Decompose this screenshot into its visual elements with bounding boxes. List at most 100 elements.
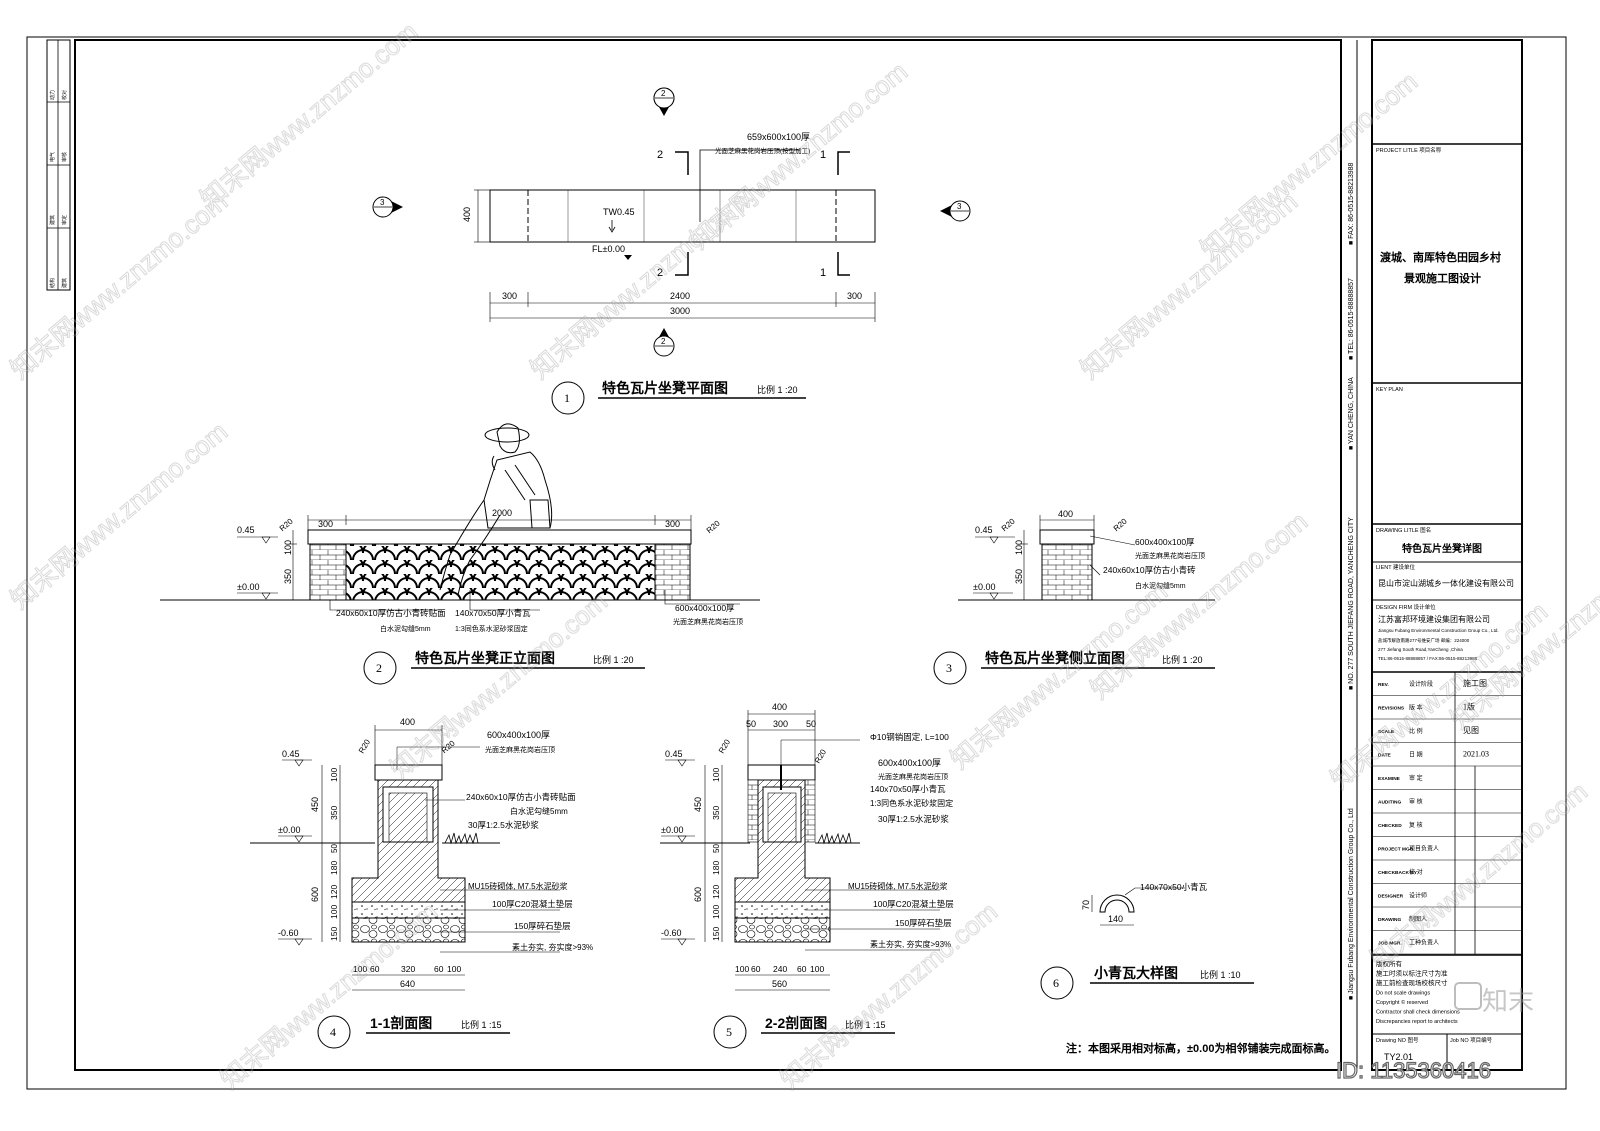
- inner-border: [74, 39, 1342, 1071]
- front-note-brick: 240x60x10厚仿古小青砖贴面: [336, 608, 446, 618]
- tb-row-value: 施工图: [1463, 678, 1487, 688]
- plan-callout-top: 659x600x100厚: [747, 132, 810, 142]
- tb-drawing-title-label: DRAWING LITLE 图名: [1376, 526, 1431, 534]
- tb-row-en: JOB MGR.: [1378, 941, 1402, 947]
- tb-row-value: 1版: [1463, 702, 1475, 712]
- margin-label-0: 动力: [49, 90, 56, 100]
- watermark-text: 知末网www.znzmo.com: [5, 416, 233, 614]
- s2-radius-l: R20: [717, 737, 732, 755]
- view6-title: 小青瓦大样图: [1094, 965, 1178, 981]
- view5-scale: 比例 1 :15: [845, 1019, 886, 1030]
- front-note-cap: 600x400x100厚: [675, 603, 735, 613]
- plan-dim-0: 300: [502, 291, 517, 301]
- s2-note-5: 30厚1:2.5水泥砂浆: [878, 814, 949, 824]
- tb-row-en: REV.: [1378, 682, 1389, 688]
- watermark-text: 知末网www.znzmo.com: [5, 186, 233, 384]
- front-note-tile: 140x70x50厚小青瓦: [455, 608, 531, 618]
- view1-number: 1: [564, 391, 570, 405]
- tile-width: 140: [1108, 914, 1123, 924]
- tb-row-cn: 日 期: [1409, 751, 1423, 759]
- outer-border: [26, 36, 1567, 1090]
- s1-vdim-l2: 120: [329, 885, 339, 899]
- front-note-tile2: 1:3同色系水泥砂浆固定: [455, 624, 528, 633]
- view5-title: 2-2剖面图: [765, 1015, 827, 1031]
- s2-vdim-u0: 100: [711, 768, 721, 782]
- view2-number: 2: [376, 661, 382, 675]
- s1-bdim-total: 640: [400, 979, 415, 989]
- s2-note-3: 140x70x50厚小青瓦: [870, 784, 946, 794]
- svg-text:3: 3: [957, 202, 962, 211]
- s2-bdim-0: 100: [735, 964, 749, 974]
- tb-row-cn: 校 对: [1409, 868, 1423, 876]
- s1-note-8: 素土夯实, 夯实度>93%: [512, 942, 593, 952]
- s1-radius-l: R20: [357, 737, 372, 755]
- view1-scale: 比例 1 :20: [757, 384, 798, 395]
- watermark-text: 知末网www.znzmo.com: [195, 16, 423, 214]
- s2-bdim-2: 240: [773, 964, 787, 974]
- tb-copyright-line: 版权所有: [1376, 959, 1403, 968]
- vertical-info-strip: ■ FAX: 86-0515-88213988 ■ TEL: 86-0515-8…: [1348, 40, 1358, 1070]
- s2-vdim-total-lower: 600: [693, 887, 703, 902]
- strip-text-3: ■ TEL: 86-0515-88888857: [1348, 278, 1355, 360]
- margin-label-5: 审定: [61, 215, 68, 225]
- view2-title: 特色瓦片坐凳正立面图: [415, 650, 555, 666]
- tb-copyright-line: 施工前检查现场校核尺寸: [1376, 978, 1448, 987]
- view4-number: 4: [330, 1025, 336, 1039]
- s2-bdim-total: 560: [772, 979, 787, 989]
- plan-slope: TW0.45: [603, 207, 635, 217]
- s1-level-0: 0.45: [282, 749, 300, 759]
- tb-drawing-no: TY2.01: [1384, 1052, 1413, 1062]
- side-level-base: ±0.00: [973, 582, 995, 592]
- side-note-2: 240x60x10厚仿古小青砖: [1103, 565, 1196, 575]
- watermark-logo: 知末: [1454, 982, 1534, 1016]
- side-radius-l: R20: [1000, 516, 1017, 533]
- s1-vdim-u0: 100: [329, 768, 339, 782]
- s1-level-1: ±0.00: [278, 825, 300, 835]
- tb-client-label: LIENT 建设单位: [1376, 563, 1416, 571]
- tb-firm-en: Jiangsu Fubang Environmental Constructio…: [1378, 628, 1499, 633]
- tile-note: 140x70x50小青瓦: [1140, 882, 1208, 892]
- svg-text:2: 2: [661, 89, 666, 98]
- svg-text:2: 2: [661, 337, 666, 346]
- s1-note-2: 240x60x10厚仿古小青砖贴面: [466, 792, 576, 802]
- tb-row-cn: 项目负责人: [1409, 845, 1439, 853]
- tb-row-cn: 设计阶段: [1409, 680, 1433, 688]
- tb-row-cn: 审 核: [1409, 798, 1423, 806]
- view2-front-elevation: 300 2000 300 R20 R20 0.45 ±0.00 100 350 …: [160, 423, 760, 685]
- tb-copyright-line: Discrepancies report to architects: [1376, 1019, 1458, 1025]
- ref-marker-2-top: 2: [653, 87, 675, 116]
- tile-height: 70: [1081, 900, 1091, 910]
- margin-label-1: 校对: [61, 90, 68, 100]
- s1-vdim-u1: 350: [329, 806, 339, 820]
- tb-row-cn: 工种负责人: [1409, 939, 1439, 947]
- tb-copyright-line: Copyright © reserved: [1376, 999, 1428, 1006]
- s2-top-dim-2: 50: [806, 719, 816, 729]
- s2-vdim-l4: 150: [711, 927, 721, 941]
- left-margin-strip: 动力 校对 电气 审核 建筑 审定 结构 建筑: [46, 39, 71, 291]
- tb-row-value: 见图: [1463, 726, 1479, 735]
- tb-row-en: DESIGNER: [1378, 894, 1404, 900]
- s2-top-dim-0: 50: [746, 719, 756, 729]
- s1-vdim-total-upper: 450: [310, 797, 320, 812]
- front-radius-l: R20: [278, 516, 295, 533]
- tb-firm-addr-en: 277 Jiefang South Road,YanCheng ,China: [1378, 647, 1463, 652]
- s1-note-4: 30厚1:2.5水泥砂浆: [468, 820, 539, 830]
- s1-note-6: 100厚C20混凝土垫层: [492, 899, 573, 909]
- margin-label-6: 结构: [49, 278, 56, 288]
- margin-label-4: 建筑: [49, 215, 56, 225]
- tb-drawing-title: 特色瓦片坐凳详图: [1402, 542, 1482, 555]
- view6-scale: 比例 1 :10: [1200, 969, 1241, 980]
- tb-copyright-line: 施工时须以标注尺寸为准: [1376, 969, 1448, 978]
- svg-text:3: 3: [380, 198, 385, 207]
- tb-row-cn: 制图人: [1409, 915, 1427, 923]
- front-note-cap2: 光面芝麻黑花岗岩压顶: [673, 617, 743, 626]
- watermark-text: 知末网www.znzmo.com: [685, 56, 913, 254]
- tb-row-cn: 复 核: [1409, 821, 1423, 829]
- view1-plan: 659x600x100厚 光面芝麻黑花岗岩压顶(按型加工) TW0.45 FL±…: [372, 87, 971, 415]
- s2-bdim-1: 60: [751, 964, 761, 974]
- front-vdim-0: 100: [283, 540, 293, 555]
- s2-vdim-l0: 50: [712, 844, 721, 853]
- s2-note-8: 150厚碎石垫层: [895, 918, 952, 928]
